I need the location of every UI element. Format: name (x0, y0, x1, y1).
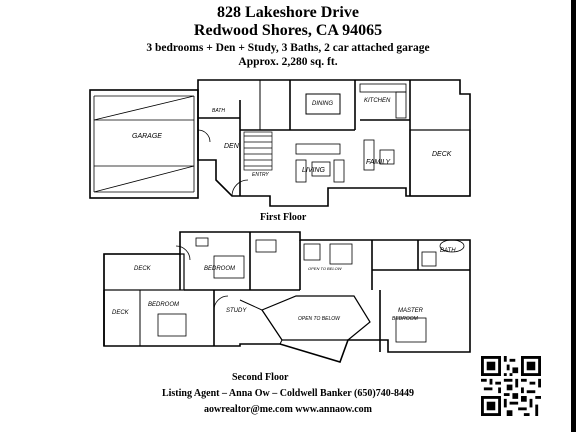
dining-label: DINING (312, 101, 333, 107)
study-label: STUDY (226, 308, 247, 314)
city-title: Redwood Shores, CA 94065 (193, 22, 383, 39)
bedroom-b-label: BEDROOM (148, 302, 179, 308)
first-floor-outline (197, 79, 471, 207)
second-floor-caption: Second Floor (232, 372, 289, 383)
kitchen-label: KITCHEN (364, 98, 391, 104)
features-line: 3 bedrooms + Den + Study, 3 Baths, 2 car… (146, 42, 430, 54)
agent-line: Listing Agent – Anna Ow – Coldwell Banke… (161, 388, 415, 399)
open-to-below-label: OPEN TO BELOW (298, 316, 341, 322)
contact-line: aowrealtor@me.com www.annaow.com (204, 404, 372, 415)
open-to-below-label-2: OPEN TO BELOW (308, 266, 343, 271)
scan-edge (571, 0, 576, 432)
deck-label: DECK (432, 151, 452, 158)
bath-label: BATH (212, 108, 225, 114)
bath-2-label: BATH (440, 248, 456, 254)
second-floor-outline (103, 231, 471, 363)
garage-label: GARAGE (132, 133, 162, 140)
deck-upper-label: DECK (134, 266, 152, 272)
garage-outline (89, 89, 199, 199)
master-sub-label: BEDROOM (392, 316, 419, 322)
living-label: LIVING (302, 167, 326, 174)
entry-label: ENTRY (252, 172, 269, 178)
area-line: Approx. 2,280 sq. ft. (238, 56, 338, 68)
family-label: FAMILY (366, 159, 391, 166)
bedroom-a-label: BEDROOM (204, 266, 235, 272)
deck-lower-label: DECK (112, 310, 130, 316)
address-title: 828 Lakeshore Drive (217, 4, 359, 21)
den-label: DEN (224, 143, 240, 150)
master-label: MASTER (398, 308, 424, 314)
qr-code (481, 356, 541, 416)
first-floor-caption: First Floor (260, 212, 307, 223)
